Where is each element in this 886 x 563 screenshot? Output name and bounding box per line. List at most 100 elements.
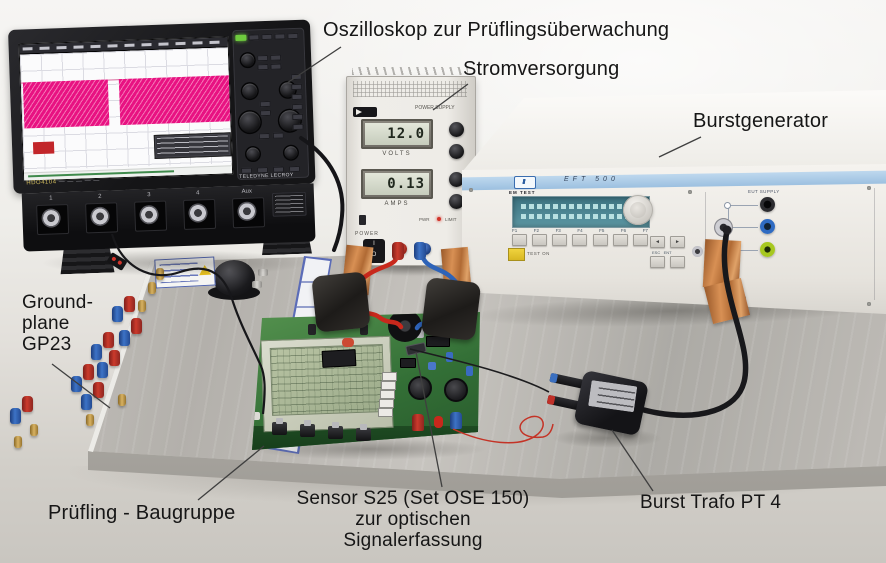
scope-panel-button[interactable]: [287, 32, 299, 40]
banana-plug-red: [22, 396, 33, 412]
fkey-button-f3[interactable]: [552, 234, 568, 246]
fkey-button-f5[interactable]: [592, 234, 608, 246]
scope-panel-button[interactable]: [258, 132, 270, 140]
banana-plug-blue: [10, 408, 21, 424]
scope-panel-button[interactable]: [259, 100, 271, 108]
banana-plug-gold: [148, 282, 156, 294]
fkey-button-f7[interactable]: [632, 234, 648, 246]
banana-plug-red: [93, 382, 104, 398]
pcb-pushbutton[interactable]: [272, 418, 287, 435]
banana-plug-red: [83, 364, 94, 380]
banana-plug-blue: [91, 344, 102, 360]
scope-panel-button[interactable]: [259, 109, 272, 117]
fkey-label: F3: [555, 228, 561, 233]
scope-panel-button[interactable]: [291, 83, 303, 91]
potentiometer-knob[interactable]: [408, 376, 432, 400]
indicator-row: PWR LIMIT: [357, 215, 465, 229]
volts-value: 12.0: [365, 123, 429, 145]
scope-panel-button[interactable]: [292, 123, 304, 131]
teledyne-lecroy-logo: TELEDYNE LECROY: [239, 172, 294, 181]
bnc-channel-3: 3: [134, 192, 175, 241]
mode-toggle[interactable]: [359, 215, 366, 225]
bnc-channel-4: 4: [183, 190, 224, 240]
volts-fine-knob[interactable]: [449, 144, 464, 159]
amps-fine-knob[interactable]: [449, 194, 464, 209]
scope-panel-button[interactable]: [274, 33, 286, 40]
pcb-pushbutton[interactable]: [300, 420, 315, 437]
label-oscilloscope: Oszilloskop zur Prüflingsüberwachung: [323, 19, 670, 41]
scope-panel-knob[interactable]: [242, 83, 258, 99]
esc-button[interactable]: [650, 256, 665, 268]
banana-plug-gold: [30, 424, 38, 436]
ic-chip: [400, 358, 416, 368]
test-on-button[interactable]: [508, 248, 525, 261]
fkey-button-f1[interactable]: [512, 234, 527, 246]
bnc-channel-label: 1: [49, 195, 53, 202]
pwr-indicator-label: PWR: [419, 217, 430, 222]
volts-label: VOLTS: [382, 151, 412, 157]
fkey-label: F7: [642, 228, 648, 233]
scope-panel-button[interactable]: [270, 54, 282, 61]
scope-panel-button[interactable]: [235, 34, 247, 42]
toroid-inductor: [388, 312, 422, 342]
scope-panel-button[interactable]: [291, 103, 303, 111]
arrow-right-button[interactable]: ►: [670, 236, 685, 248]
potentiometer-knob[interactable]: [444, 378, 468, 402]
capacitor: [446, 352, 453, 362]
fkey-button-f6[interactable]: [612, 234, 628, 246]
bnc-channel-1: 1: [36, 196, 77, 245]
banana-plug-red: [103, 332, 114, 348]
scope-panel-knob[interactable]: [239, 111, 261, 133]
volts-coarse-knob[interactable]: [449, 122, 464, 137]
probe-clip: [252, 412, 260, 420]
scope-panel-button[interactable]: [272, 132, 284, 139]
label-ground-plane: Ground- plane GP23: [22, 292, 94, 355]
power-led: [437, 217, 441, 221]
ferrite-block: [420, 276, 482, 342]
power-supply-top-vents: [352, 67, 468, 75]
scope-panel-button[interactable]: [261, 33, 273, 41]
eut-supply-jack-black: [760, 197, 775, 212]
fkey-button-row: [512, 234, 648, 246]
power-switch-label: POWER: [355, 231, 379, 237]
burst-waveform-left: [22, 79, 110, 129]
label-burst-trafo: Burst Trafo PT 4: [640, 492, 782, 513]
banana-plug-gold: [118, 394, 126, 406]
pcb-pushbutton[interactable]: [356, 424, 371, 441]
scope-body: HDO4104 — — — — — TELEDYNE LECROY: [8, 19, 316, 194]
volts-display: 12.0: [361, 119, 433, 149]
pcb-pushbutton[interactable]: [328, 422, 343, 439]
ent-button[interactable]: [670, 256, 685, 268]
fkey-label: F6: [620, 228, 627, 233]
rotary-encoder-knob[interactable]: [623, 195, 653, 225]
arrow-left-button[interactable]: ◄: [650, 236, 665, 248]
banana-plug-red: [131, 318, 142, 334]
scope-panel-button[interactable]: [291, 93, 303, 101]
capacitor: [466, 366, 473, 376]
scope-panel-button[interactable]: [270, 63, 282, 70]
scope-panel-button[interactable]: [290, 73, 302, 81]
scope-panel-button[interactable]: [248, 34, 260, 41]
bnc-channel-label: 4: [196, 190, 200, 197]
scope-panel-knob[interactable]: [240, 53, 255, 67]
scope-panel-button[interactable]: [292, 113, 304, 121]
ferrite-block: [311, 271, 371, 333]
banana-plug-blue: [112, 306, 123, 322]
scope-panel-knob[interactable]: [284, 145, 298, 160]
label-sensor: Sensor S25 (Set OSE 150) zur optischen S…: [296, 488, 530, 551]
scope-panel-knob[interactable]: [246, 147, 260, 161]
fkey-button-f2[interactable]: [532, 234, 548, 246]
red-button[interactable]: [434, 416, 443, 428]
amps-coarse-knob[interactable]: [449, 172, 464, 187]
capacitor: [342, 338, 354, 347]
power-supply-brand-logo: [353, 107, 377, 117]
fkey-button-f4[interactable]: [572, 234, 588, 246]
scope-fine-print: [271, 191, 307, 217]
scope-panel-button[interactable]: [257, 54, 269, 62]
em-test-brand-text: EM TEST: [509, 190, 536, 195]
scope-panel-button[interactable]: [257, 63, 269, 71]
banana-plug-gold: [86, 414, 94, 426]
banana-plug-red: [124, 296, 135, 312]
